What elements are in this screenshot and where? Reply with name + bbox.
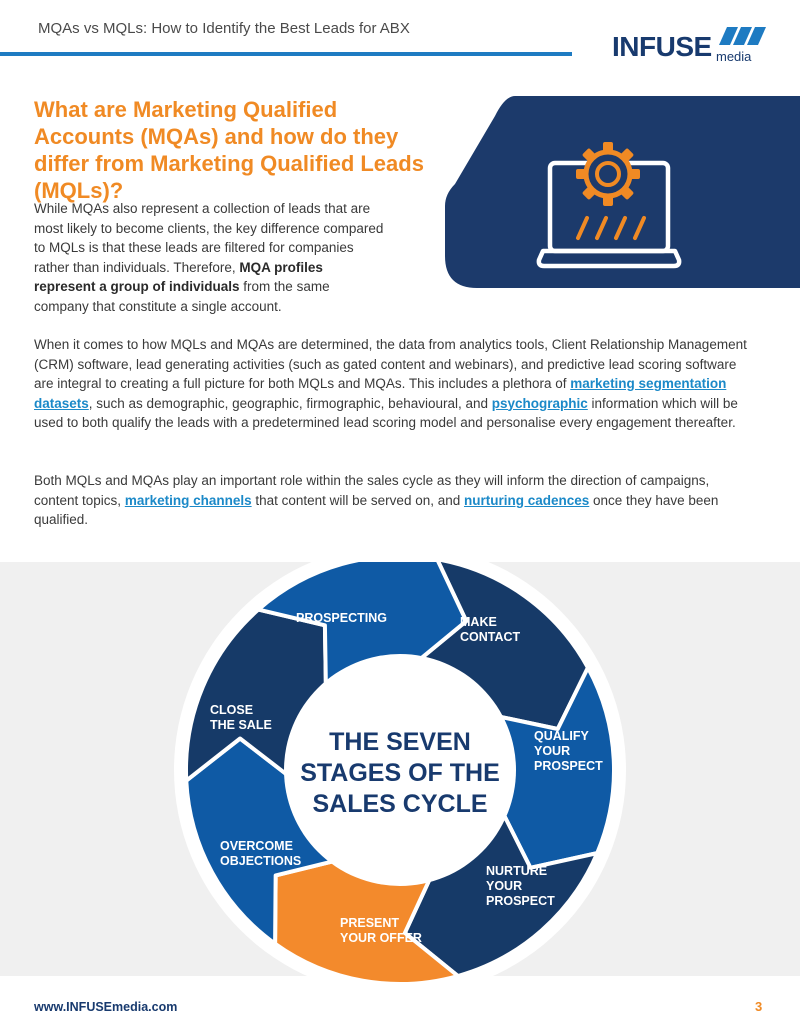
data-sources-paragraph: When it comes to how MQLs and MQAs are d… bbox=[34, 337, 747, 430]
logo-stripes-icon bbox=[719, 27, 766, 45]
intro-bold-phrase: MQA profiles represent a group of indivi… bbox=[34, 259, 323, 295]
cycle-stage-label: PROSPECTING bbox=[296, 611, 387, 625]
nurturing-cadences-link[interactable]: nurturing cadences bbox=[464, 492, 590, 508]
section-heading: What are Marketing Qualified Accounts (M… bbox=[34, 97, 424, 203]
logo-word: INFUSE bbox=[612, 31, 712, 62]
header-rule bbox=[0, 52, 572, 56]
marketing-segmentation-datasets-link[interactable]: marketing segmentation datasets bbox=[34, 376, 727, 411]
logo-sub: media bbox=[716, 49, 752, 64]
psychographic-link[interactable]: psychographic bbox=[491, 395, 588, 411]
sales-cycle-paragraph: Both MQLs and MQAs play an important rol… bbox=[34, 473, 719, 527]
marketing-channels-link[interactable]: marketing channels bbox=[124, 492, 252, 508]
intro-paragraph: While MQAs also represent a collection o… bbox=[34, 201, 384, 314]
laptop-gear-icon bbox=[445, 96, 800, 288]
infuse-media-logo: INFUSE media bbox=[612, 25, 772, 65]
footer-url[interactable]: www.INFUSEmedia.com bbox=[34, 1000, 178, 1014]
document-header-title: MQAs vs MQLs: How to Identify the Best L… bbox=[38, 20, 410, 37]
page-number: 3 bbox=[755, 999, 763, 1014]
